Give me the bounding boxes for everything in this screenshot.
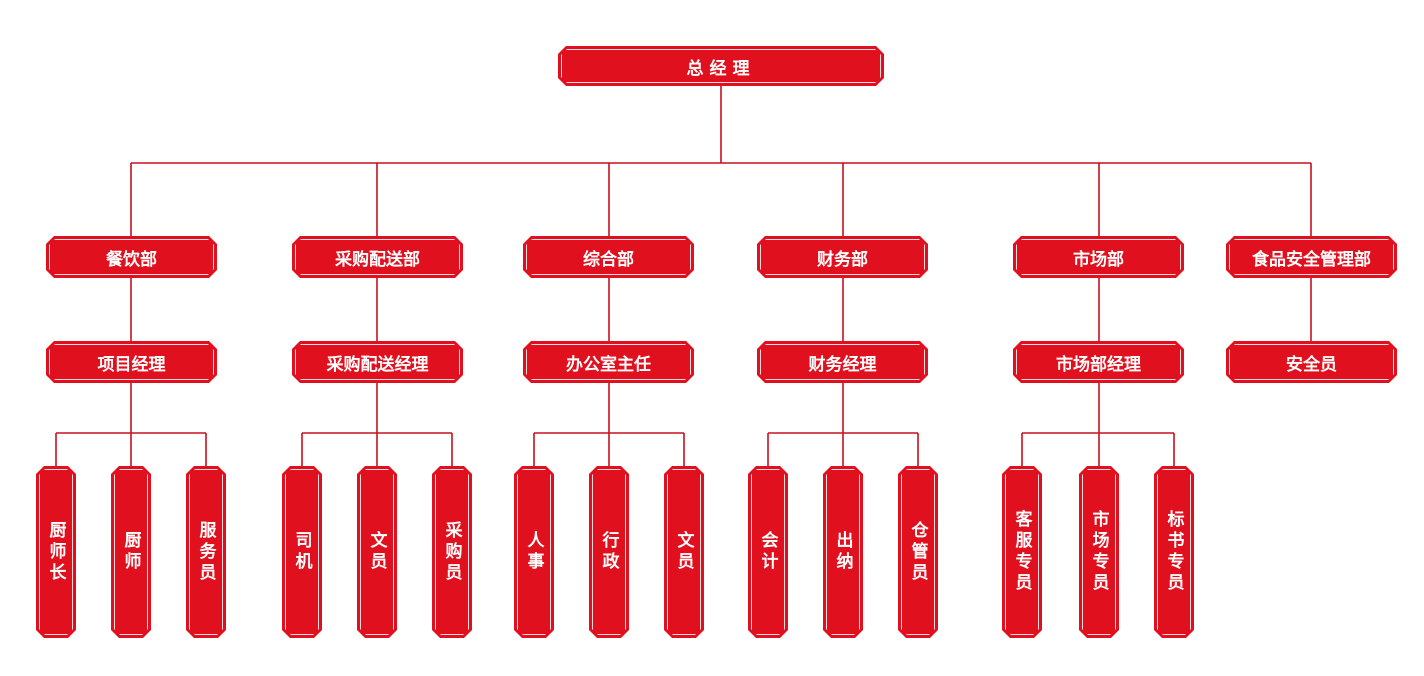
node-manager-procurement: 采购配送经理 [292, 341, 463, 383]
node-dept-finance: 财务部 [757, 236, 928, 278]
node-dept-general: 综合部 [523, 236, 694, 278]
connector-staff-dept-0 [55, 382, 207, 466]
node-staff: 市场专员 [1079, 466, 1119, 638]
node-staff: 会计 [748, 466, 788, 638]
node-staff: 人事 [514, 466, 554, 638]
node-staff: 出纳 [823, 466, 863, 638]
node-staff: 厨师长 [36, 466, 76, 638]
node-staff: 标书专员 [1154, 466, 1194, 638]
node-manager-marketing: 市场部经理 [1013, 341, 1184, 383]
node-dept-procurement: 采购配送部 [292, 236, 463, 278]
node-general-manager: 总经理 [558, 46, 884, 86]
node-staff: 行政 [589, 466, 629, 638]
node-staff: 服务员 [186, 466, 226, 638]
connector-dept-manager [130, 277, 1312, 341]
connector-staff-dept-4 [1021, 382, 1175, 466]
node-dept-marketing: 市场部 [1013, 236, 1184, 278]
node-staff: 厨师 [111, 466, 151, 638]
node-staff: 客服专员 [1002, 466, 1042, 638]
node-staff: 仓管员 [898, 466, 938, 638]
connector-staff-dept-1 [301, 382, 453, 466]
node-manager-finance: 财务经理 [757, 341, 928, 383]
node-staff: 司机 [282, 466, 322, 638]
connector-staff-dept-3 [767, 382, 919, 466]
node-staff: 文员 [664, 466, 704, 638]
node-dept-food-safety: 食品安全管理部 [1226, 236, 1397, 278]
node-manager-food-safety: 安全员 [1226, 341, 1397, 383]
connector-root [131, 86, 1311, 164]
connector-staff-dept-2 [533, 382, 685, 466]
node-staff: 文员 [357, 466, 397, 638]
node-manager-general: 办公室主任 [523, 341, 694, 383]
node-dept-catering: 餐饮部 [46, 236, 217, 278]
node-manager-catering: 项目经理 [46, 341, 217, 383]
connector-dept-drops [130, 163, 1312, 236]
node-staff: 采购员 [432, 466, 472, 638]
